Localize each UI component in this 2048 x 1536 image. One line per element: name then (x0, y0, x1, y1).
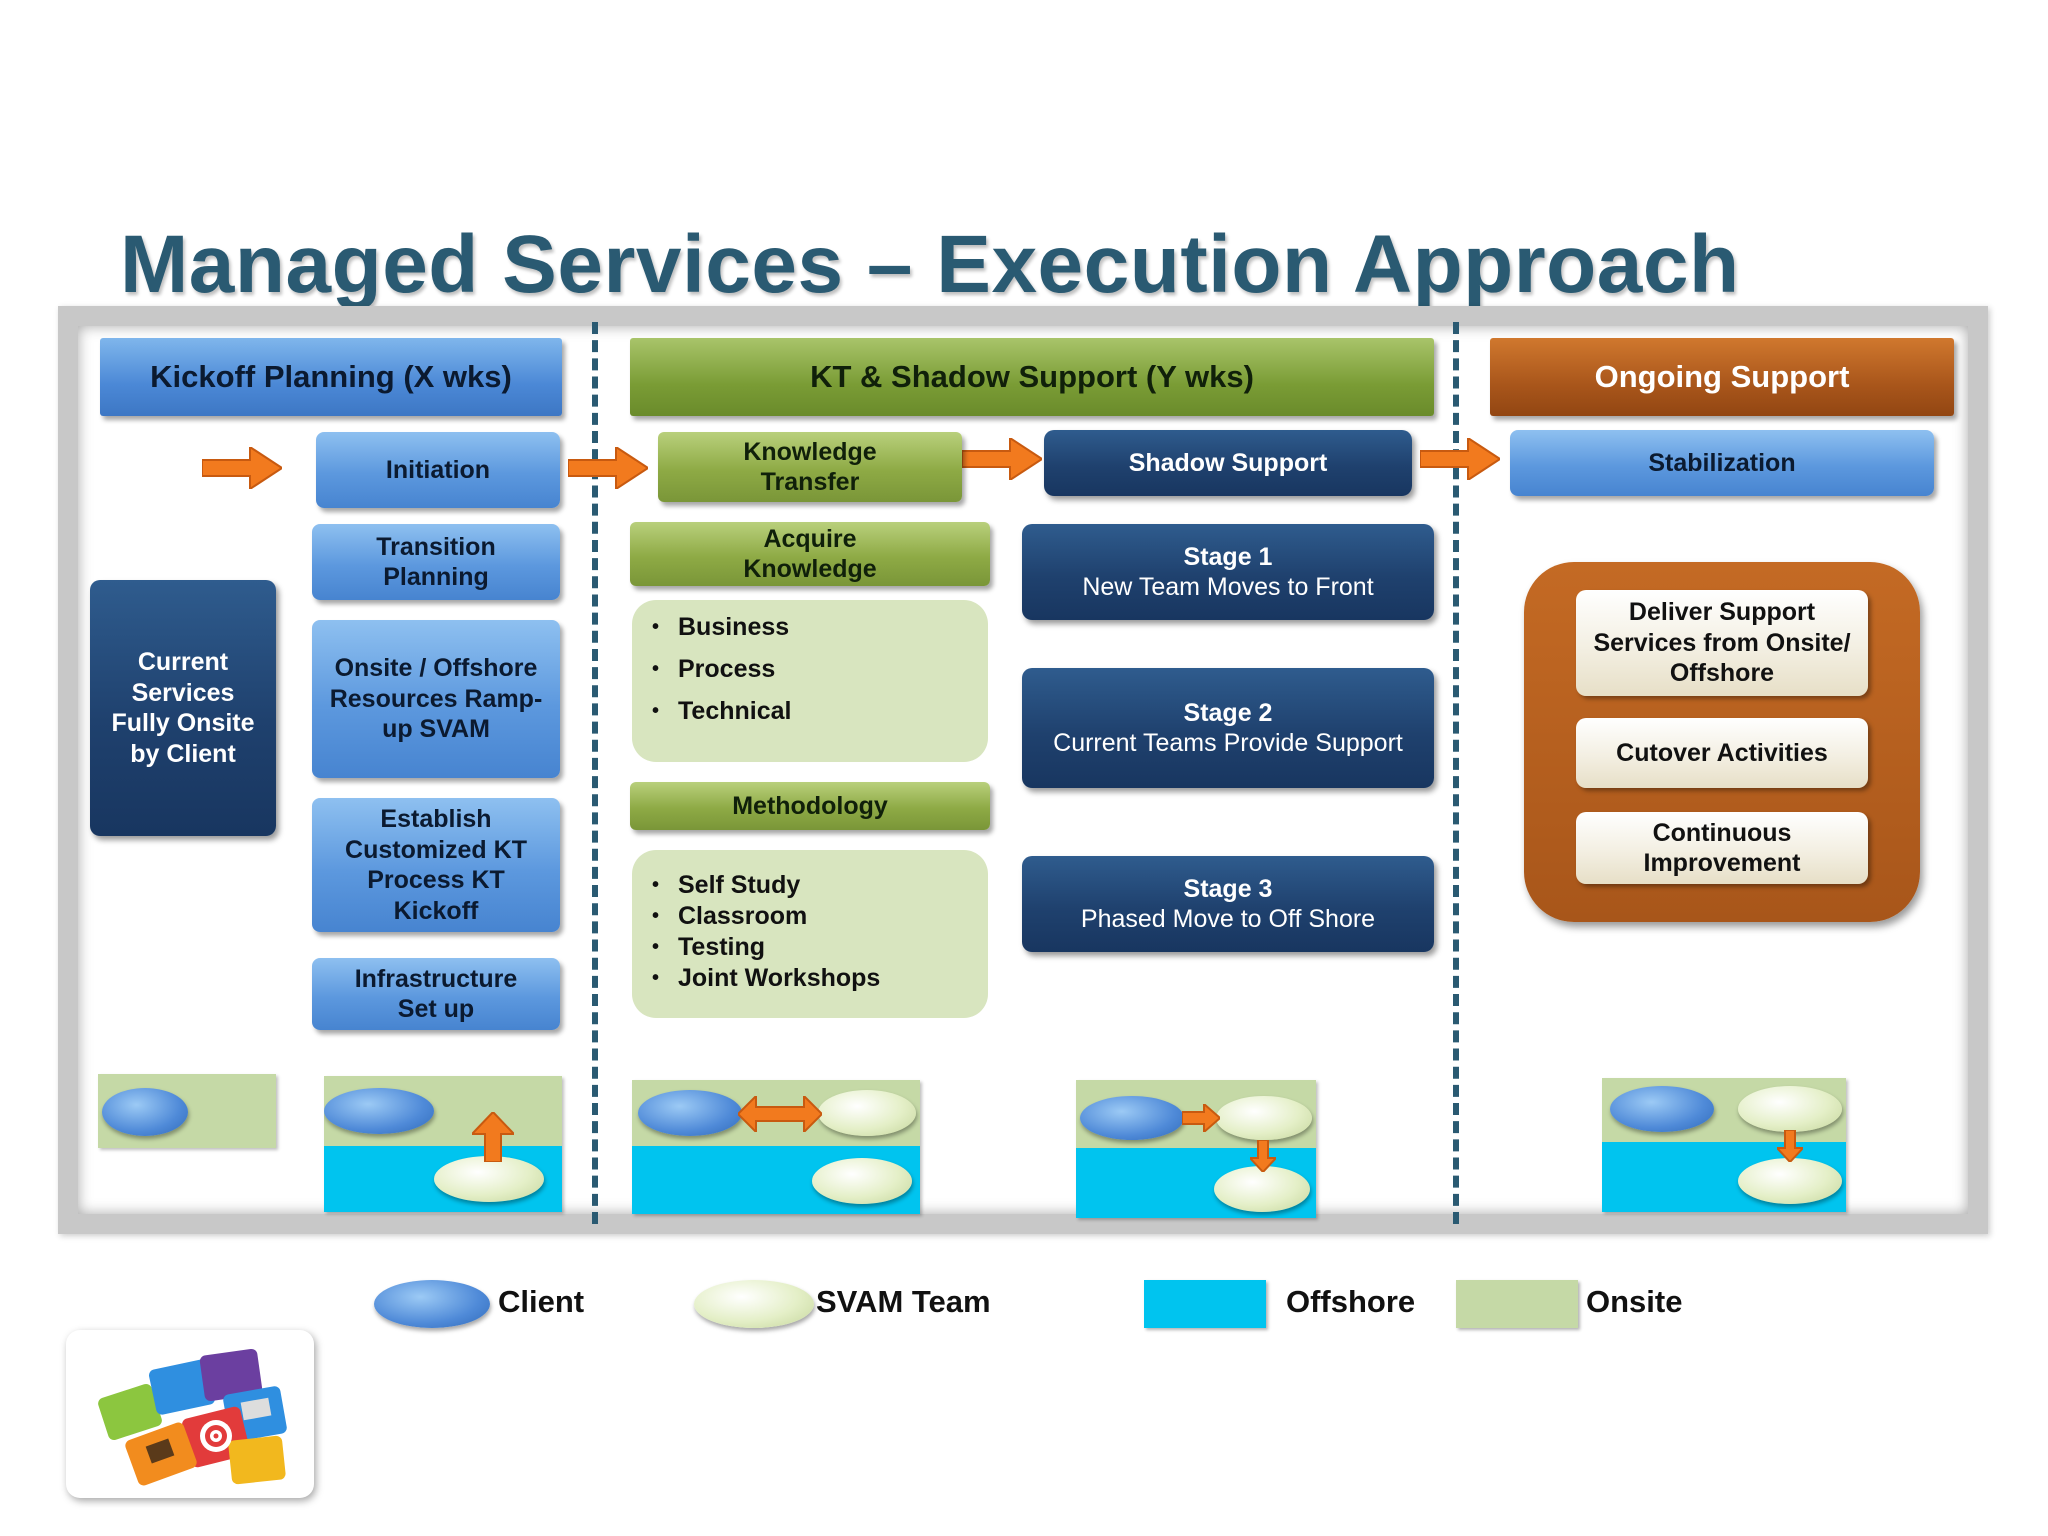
phase-header-ongoing: Ongoing Support (1490, 338, 1954, 416)
ongoing-item-improvement: Continuous Improvement (1576, 812, 1868, 884)
legend-onsite-swatch (1456, 1280, 1578, 1328)
step-resources-rampup: Onsite / Offshore Resources Ramp-up SVAM (312, 620, 560, 778)
state-tile-ongoing (1602, 1078, 1846, 1212)
state-tile-shadow (1076, 1080, 1316, 1218)
shadow-support-box: Shadow Support (1044, 430, 1412, 496)
list-item: Self Study (652, 870, 988, 901)
orange-double-arrow-icon (738, 1096, 822, 1132)
list-item: Classroom (652, 901, 988, 932)
orange-right-arrow-icon (1420, 438, 1500, 480)
legend-svam-label: SVAM Team (816, 1284, 991, 1319)
knowledge-items-panel: Business Process Technical (632, 600, 988, 762)
phase-header-kickoff: Kickoff Planning (X wks) (100, 338, 562, 416)
orange-right-arrow-icon (1182, 1104, 1220, 1132)
phase-divider-2 (1453, 322, 1459, 1224)
state-tile-kickoff-end (324, 1076, 562, 1212)
stage-desc: Phased Move to Off Shore (1080, 905, 1376, 933)
client-ellipse (1080, 1096, 1184, 1140)
legend-offshore-swatch (1144, 1280, 1266, 1328)
state-tile-kickoff-start (98, 1074, 276, 1148)
orange-down-arrow-icon (1250, 1140, 1276, 1172)
svam-ellipse (434, 1156, 544, 1202)
phase-header-kt: KT & Shadow Support (Y wks) (630, 338, 1434, 416)
orange-down-arrow-icon (1777, 1130, 1803, 1162)
methodology-box: Methodology (630, 782, 990, 830)
client-ellipse (1610, 1086, 1714, 1132)
current-state-box: Current Services Fully Onsite by Client (90, 580, 276, 836)
legend-client-swatch (374, 1280, 490, 1328)
ongoing-item-cutover: Cutover Activities (1576, 718, 1868, 788)
client-ellipse (102, 1088, 188, 1136)
list-item: Joint Workshops (652, 963, 988, 994)
phase-divider-1 (592, 322, 598, 1224)
stage-3-box: Stage 3 Phased Move to Off Shore (1022, 856, 1434, 952)
stage-1-box: Stage 1 New Team Moves to Front (1022, 524, 1434, 620)
list-item: Process (652, 648, 988, 690)
stage-title: Stage 3 (1183, 874, 1273, 903)
svam-ellipse (818, 1090, 916, 1136)
svam-ellipse (1216, 1096, 1312, 1140)
list-item: Technical (652, 690, 988, 732)
svam-ellipse (1214, 1166, 1310, 1212)
legend-client-label: Client (498, 1284, 585, 1319)
orange-right-arrow-icon (568, 447, 648, 489)
knowledge-transfer-box: Knowledge Transfer (658, 432, 962, 502)
legend-svam-swatch (694, 1280, 814, 1328)
state-tile-kt (632, 1080, 920, 1214)
client-ellipse (638, 1090, 742, 1136)
stage-2-box: Stage 2 Current Teams Provide Support (1022, 668, 1434, 788)
svam-ellipse (1738, 1158, 1842, 1204)
stage-desc: Current Teams Provide Support (1053, 729, 1403, 757)
step-establish-kt: Establish Customized KT Process KT Kicko… (312, 798, 560, 932)
step-initiation: Initiation (316, 432, 560, 508)
stage-title: Stage 1 (1183, 542, 1273, 571)
ongoing-item-deliver: Deliver Support Services from Onsite/ Of… (1576, 590, 1868, 696)
legend-offshore-label: Offshore (1286, 1284, 1416, 1319)
list-item: Testing (652, 932, 988, 963)
orange-up-arrow-icon (472, 1112, 514, 1162)
svam-ellipse (812, 1158, 912, 1204)
step-transition-planning: Transition Planning (312, 524, 560, 600)
stage-title: Stage 2 (1183, 698, 1273, 727)
legend-onsite-label: Onsite (1586, 1284, 1683, 1319)
page-title: Managed Services – Execution Approach (120, 219, 1740, 310)
client-ellipse (324, 1088, 434, 1134)
puzzle-pieces-logo-icon (66, 1330, 314, 1498)
stabilization-box: Stabilization (1510, 430, 1934, 496)
methodology-items-panel: Self Study Classroom Testing Joint Works… (632, 850, 988, 1018)
orange-right-arrow-icon (962, 438, 1042, 480)
step-infrastructure: Infrastructure Set up (312, 958, 560, 1030)
stage-desc: New Team Moves to Front (1082, 573, 1374, 601)
list-item: Business (652, 606, 988, 648)
svam-ellipse (1738, 1086, 1842, 1132)
acquire-knowledge-box: Acquire Knowledge (630, 522, 990, 586)
orange-right-arrow-icon (202, 447, 282, 489)
